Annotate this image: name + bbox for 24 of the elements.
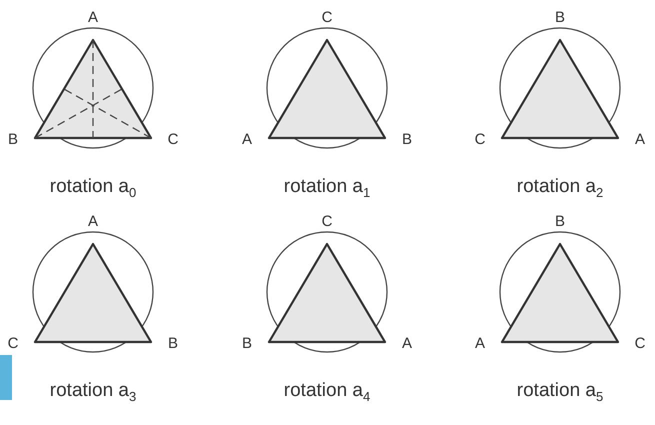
vertex-label: A: [475, 336, 485, 352]
vertex-label: B: [168, 336, 178, 352]
vertex-label: A: [88, 214, 98, 230]
vertex-label: C: [474, 132, 486, 148]
vertex-label: C: [634, 336, 646, 352]
caption: rotation a$_{0}$: [50, 176, 136, 202]
vertex-label: C: [8, 336, 18, 352]
vertex-label: A: [635, 132, 645, 148]
caption: rotation a$_{5}$: [516, 380, 604, 406]
vertex-label: B: [402, 132, 412, 148]
vertex-label: B: [8, 132, 18, 148]
caption: rotation a$_{1}$: [284, 176, 370, 202]
vertex-label: C: [168, 132, 178, 148]
vertex-label: C: [322, 214, 332, 230]
vertex-label: A: [402, 336, 412, 352]
caption: rotation a$_{3}$: [50, 380, 136, 406]
caption: rotation a$_{2}$: [516, 176, 604, 202]
vertex-label: B: [242, 336, 252, 352]
vertex-label: A: [242, 132, 252, 148]
vertex-label: B: [555, 10, 565, 26]
vertex-label: C: [322, 10, 332, 26]
caption: rotation a$_{4}$: [284, 380, 370, 406]
vertex-label: A: [88, 10, 98, 26]
vertex-label: B: [555, 214, 565, 230]
